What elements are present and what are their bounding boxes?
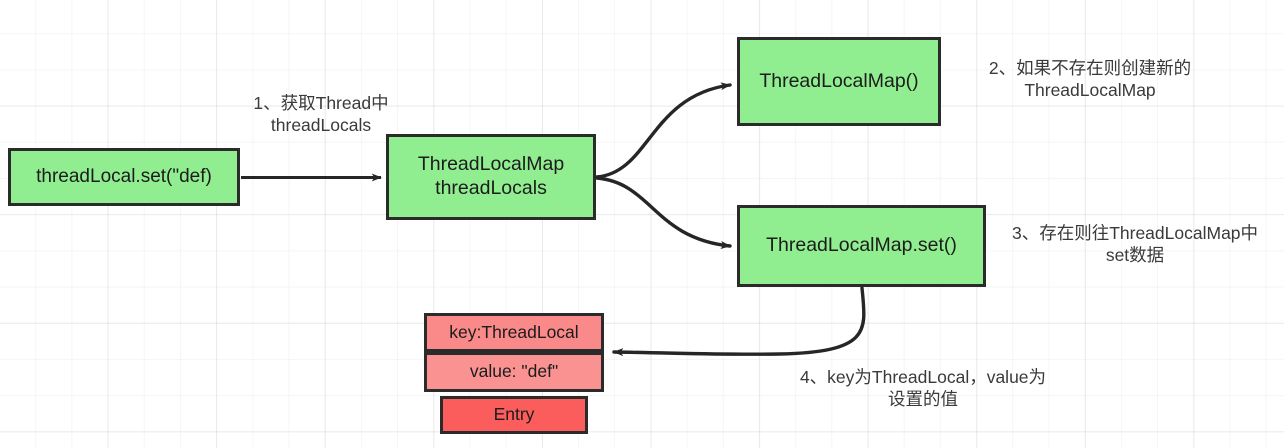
- node-threadlocal-set[interactable]: threadLocal.set("def): [8, 148, 240, 206]
- caption-step-4: 4、key为ThreadLocal，value为 设置的值: [799, 367, 1047, 410]
- edge-threadlocals-to-map-ctor: [595, 82, 732, 179]
- node-threadlocalmap-threadlocals[interactable]: ThreadLocalMap threadLocals: [386, 134, 596, 220]
- caption-step-2: 2、如果不存在则创建新的 ThreadLocalMap: [988, 58, 1192, 101]
- entry-value-row[interactable]: value: "def": [424, 352, 604, 392]
- node-threadlocalmap-constructor[interactable]: ThreadLocalMap(): [737, 37, 941, 126]
- edge-map-set-to-entry: [612, 286, 866, 357]
- caption-step-3: 3、存在则往ThreadLocalMap中 set数据: [1011, 223, 1259, 266]
- entry-label-row[interactable]: Entry: [440, 396, 588, 434]
- caption-step-1: 1、获取Thread中 threadLocals: [253, 93, 389, 136]
- entry-key-row[interactable]: key:ThreadLocal: [424, 313, 604, 352]
- node-threadlocalmap-set[interactable]: ThreadLocalMap.set(): [737, 205, 986, 287]
- edge-threadlocals-to-map-set: [595, 176, 732, 250]
